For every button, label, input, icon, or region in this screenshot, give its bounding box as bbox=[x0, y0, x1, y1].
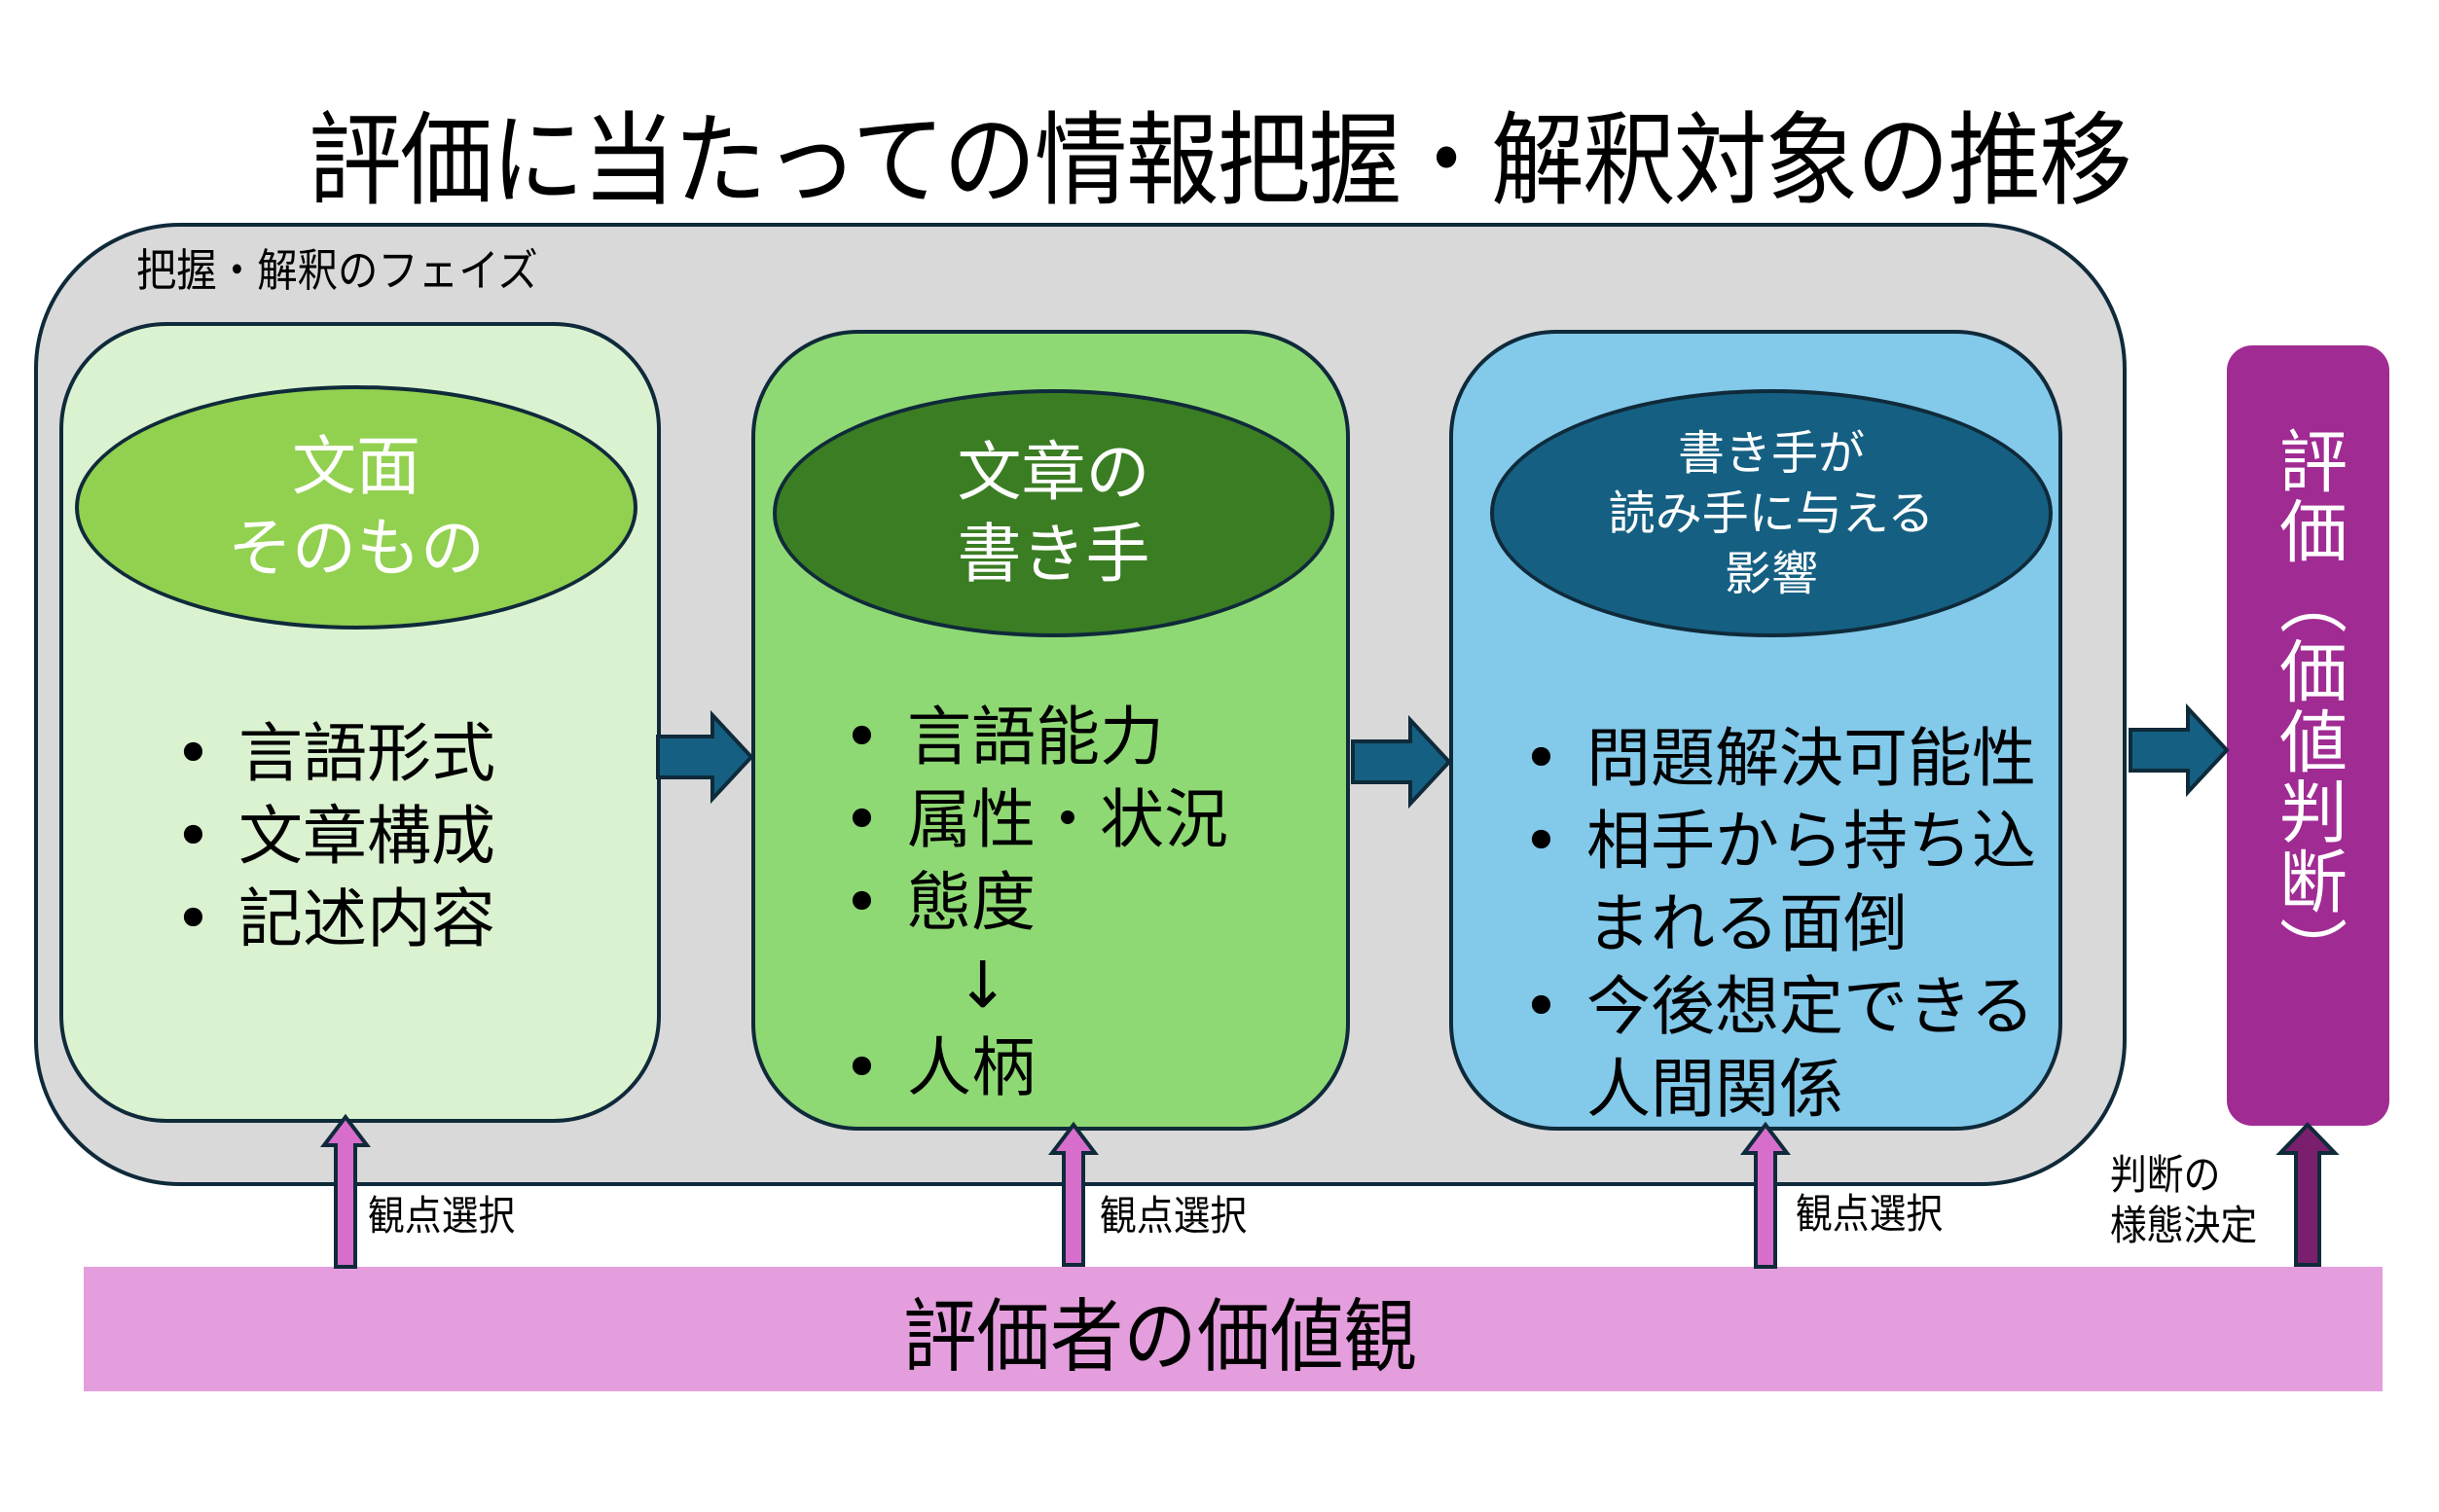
down-arrow-icon: ↓ bbox=[956, 948, 1010, 1023]
list-item: 人柄 bbox=[839, 1026, 1228, 1109]
stage-header-text-itself: 文面 そのもの bbox=[75, 385, 637, 630]
evaluation-box: 評価（価値判断） bbox=[2227, 345, 2389, 1126]
viewpoint-selection-label: 観点選択 bbox=[1796, 1190, 1944, 1238]
stage-header-line: 文面 bbox=[292, 428, 420, 504]
viewpoint-selection-label: 観点選択 bbox=[1100, 1192, 1248, 1240]
decision-mode-label: 判断の 様態決定 bbox=[2110, 1150, 2257, 1251]
list-item: 問題解決可能性 bbox=[1518, 717, 2036, 800]
list-item-line: 相手から持ち込 bbox=[1586, 804, 2036, 879]
flow-arrow-icon bbox=[656, 709, 754, 805]
diagram-title: 評価に当たっての情報把握・解釈対象の推移 bbox=[308, 101, 2132, 220]
list-item: 言語形式 bbox=[170, 712, 495, 795]
flow-arrow-icon bbox=[1351, 714, 1452, 810]
list-item: 態度 bbox=[839, 861, 1228, 944]
evaluation-label: 評価（価値判断） bbox=[2268, 426, 2348, 987]
decision-mode-line: 判断の bbox=[2110, 1151, 2221, 1199]
list-item-line: 問題解決可能性 bbox=[1586, 721, 2036, 796]
viewpoint-selection-label: 観点選択 bbox=[368, 1192, 516, 1240]
list-item-line: 人間関係 bbox=[1586, 1052, 1843, 1127]
stage-item-list: 言語形式 文章構成 記述内容 bbox=[170, 712, 495, 960]
stage-header-line: 影響 bbox=[1724, 546, 1818, 601]
list-item: 属性・状況 bbox=[839, 778, 1228, 861]
list-item: 文章構成 bbox=[170, 795, 495, 878]
stage-header-influence: 書き手が 読み手に与える 影響 bbox=[1490, 389, 2053, 637]
list-item-line: まれる面倒 bbox=[1586, 886, 1908, 961]
phase-label: 把握・解釈のフェイズ bbox=[136, 244, 538, 297]
stage-header-line: そのもの bbox=[228, 510, 485, 586]
stage-header-line: 書き手が bbox=[1677, 425, 1865, 481]
up-arrow-icon bbox=[1047, 1121, 1100, 1267]
stage-item-list: 言語能力 属性・状況 態度 ↓ 人柄 bbox=[839, 696, 1228, 1109]
flow-arrow-icon bbox=[2129, 702, 2230, 798]
list-item-line: 今後想定できる bbox=[1586, 969, 2035, 1044]
evaluator-values-bar: 評価者の価値観 bbox=[84, 1267, 2383, 1391]
up-arrow-icon bbox=[2275, 1122, 2340, 1267]
up-arrow-icon bbox=[319, 1113, 372, 1269]
stage-header-writer: 文章の 書き手 bbox=[773, 389, 1334, 637]
decision-mode-line: 様態決定 bbox=[2110, 1202, 2258, 1249]
list-item: 言語能力 bbox=[839, 696, 1228, 778]
stage-header-line: 読み手に与える bbox=[1608, 486, 1935, 541]
up-arrow-icon bbox=[1739, 1121, 1792, 1269]
stage-header-line: 書き手 bbox=[957, 516, 1150, 592]
list-item: 記述内容 bbox=[170, 878, 495, 960]
stage-header-line: 文章の bbox=[957, 434, 1150, 510]
evaluator-values-label: 評価者の価値観 bbox=[902, 1290, 1418, 1384]
